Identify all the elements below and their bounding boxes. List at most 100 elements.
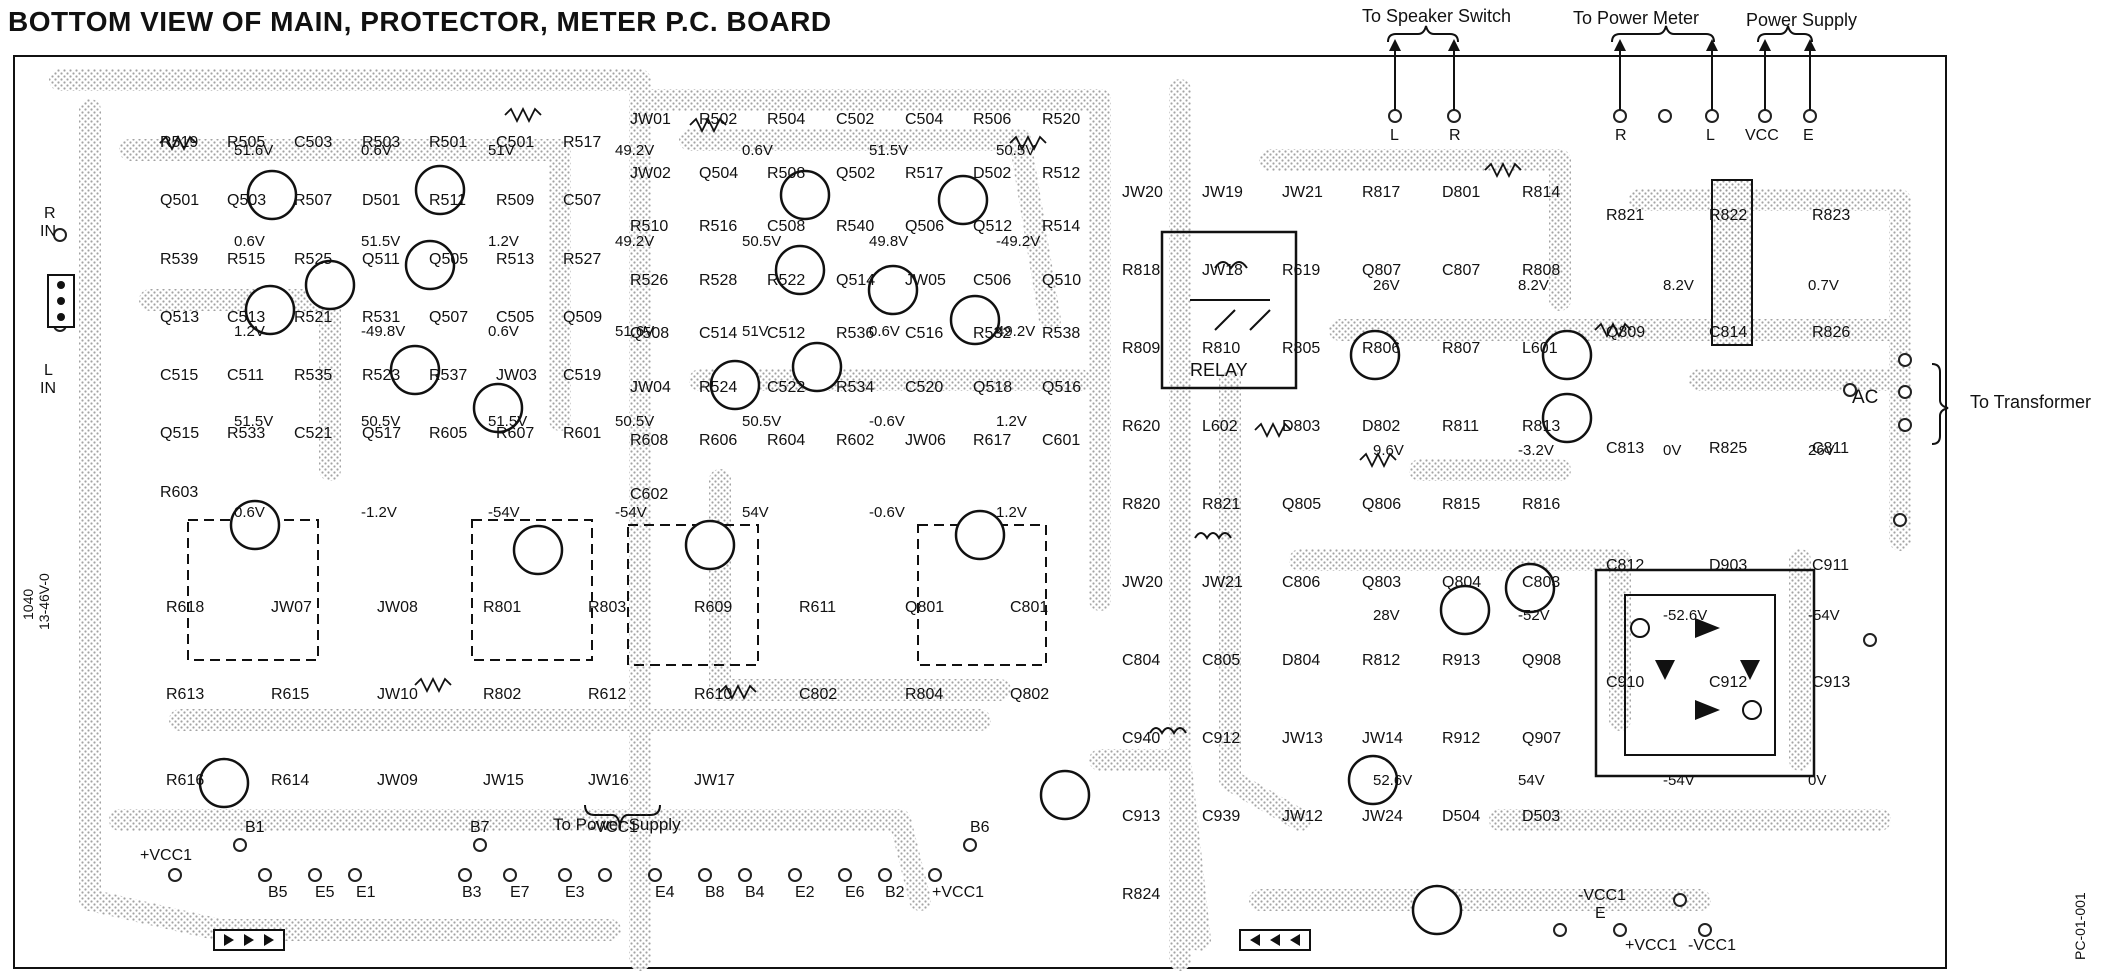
component-label: R509 [496,192,534,209]
voltage-label: 50.5V [742,413,781,430]
component-label: C913 [1812,674,1850,691]
voltage-label: -49.2V [996,233,1040,250]
component-label: R520 [1042,111,1080,128]
component-label: C501 [496,134,534,151]
voltage-label: -1.2V [361,504,397,521]
component-label: C601 [1042,432,1080,449]
component-label: C811 [1812,440,1849,457]
component-label: R532 [973,325,1011,342]
component-label: Q501 [160,192,199,209]
voltage-label: -54V [615,504,647,521]
pad-label: +VCC1 [140,847,192,864]
component-label: JW13 [1282,730,1323,747]
pad-label: -VCC1 [1688,937,1736,954]
input-in1-label: IN [40,223,56,240]
component-label: R603 [160,484,198,501]
voltage-label: -0.6V [869,413,905,430]
component-label: JW01 [630,111,671,128]
pad-label: B3 [462,884,482,901]
component-label: R805 [1282,340,1320,357]
component-label: D803 [1282,418,1320,435]
component-label: Q509 [563,309,602,326]
voltage-label: 49.2V [996,323,1035,340]
component-label: R535 [294,367,332,384]
voltage-label: 9.6V [1373,442,1404,459]
component-label: Q806 [1362,496,1401,513]
component-label: Q802 [1010,686,1049,703]
component-label: Q505 [429,251,468,268]
component-label: R824 [1122,886,1160,903]
component-label: R539 [160,251,198,268]
component-label: R528 [699,272,737,289]
voltage-label: 8.2V [1663,277,1694,294]
component-label: JW07 [271,599,312,616]
relay-box [1160,230,1298,390]
bridge-d903-box [1594,568,1816,778]
voltage-label: 1.2V [234,323,265,340]
pad-label: E6 [845,884,865,901]
component-label: R821 [1202,496,1240,513]
voltage-label: 0.6V [234,504,265,521]
component-label: JW12 [1282,808,1323,825]
pad-label: B7 [470,819,490,836]
component-label: Q908 [1522,652,1561,669]
pad-label: B8 [705,884,725,901]
connector-pin-label: L [1390,127,1399,144]
voltage-label: 0.6V [234,233,265,250]
component-label: Q511 [362,251,400,268]
component-label: Q516 [1042,379,1081,396]
voltage-label: -52.6V [1663,607,1707,624]
component-label: R610 [694,686,732,703]
component-label: R611 [799,599,836,616]
component-label: JW08 [377,599,418,616]
voltage-label: 8.2V [1518,277,1549,294]
component-label: R536 [836,325,874,342]
component-label: R615 [271,686,309,703]
component-label: JW17 [694,772,735,789]
component-label: R519 [160,134,198,151]
component-label: R533 [227,425,265,442]
component-label: C939 [1202,808,1240,825]
component-label: R508 [767,165,805,182]
q809-ic [1711,179,1753,346]
pad-label: B4 [745,884,765,901]
pad-label: E4 [655,884,675,901]
resistors [159,106,1632,701]
voltage-label: 50.5V [615,413,654,430]
component-label: C913 [1122,808,1160,825]
component-label: R537 [429,367,467,384]
component-label: R523 [362,367,400,384]
component-label: R512 [1042,165,1080,182]
to-power-supply-label: To Power Supply [553,815,681,834]
component-label: C912 [1709,674,1747,691]
voltage-label: 50.5V [742,233,781,250]
component-label: JW06 [905,432,946,449]
component-label: Q804 [1442,574,1481,591]
component-label: Q504 [699,165,738,182]
voltage-label: 51V [742,323,769,340]
voltage-label: -54V [488,504,520,521]
to-transformer-label: To Transformer [1970,392,2092,412]
component-label: R534 [836,379,874,396]
pad-label: +VCC1 [932,884,984,901]
component-label: R825 [1709,440,1747,457]
component-label: C805 [1202,652,1240,669]
component-label: R604 [767,432,805,449]
component-label: JW10 [377,686,418,703]
component-label: R913 [1442,652,1480,669]
component-label: Q907 [1522,730,1561,747]
component-label: JW21 [1282,184,1323,201]
component-label: Q502 [836,165,875,182]
component-label: C806 [1282,574,1320,591]
connector-pin-label: L [1706,127,1715,144]
voltage-label: 51.5V [361,233,400,250]
pad-label: E [1595,905,1606,922]
component-label: R816 [1522,496,1560,513]
voltage-label: 51.6V [615,323,654,340]
component-label: R607 [496,425,534,442]
component-label: Q807 [1362,262,1401,279]
component-label: JW24 [1362,808,1403,825]
component-label: R821 [1606,207,1644,224]
component-label: R801 [483,599,521,616]
component-label: C512 [767,325,805,342]
